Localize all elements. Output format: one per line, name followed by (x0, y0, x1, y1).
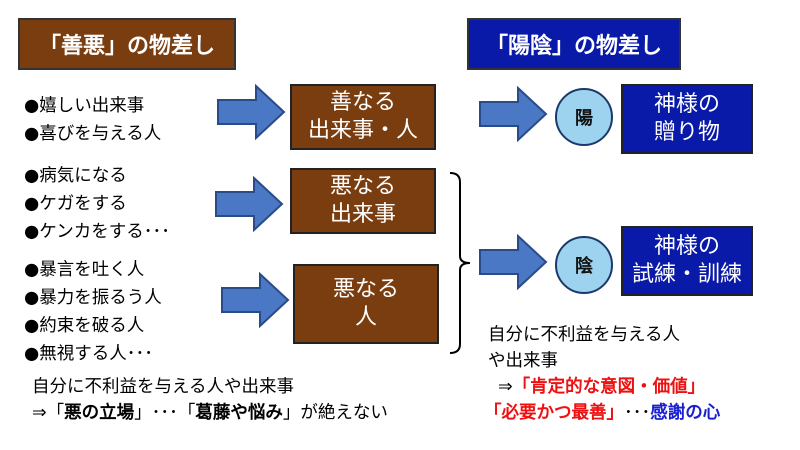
bracket (449, 172, 471, 354)
list-item: ●喜びを与える人 (24, 124, 162, 144)
text-line: や出来事 (488, 351, 558, 371)
result-line: 出来事・人 (307, 118, 418, 143)
arrow-right-icon (479, 86, 548, 142)
arrow-right-icon (479, 234, 548, 290)
text-red: 「必要かつ最善」 (484, 403, 624, 423)
list-item: ●暴言を吐く人 (24, 260, 145, 280)
result-bad-events: 悪なる 出来事 (290, 168, 436, 234)
result-line: 神様の (653, 92, 720, 117)
result-line: 悪なる (332, 277, 399, 302)
arrow-right-icon (221, 272, 290, 328)
text-line: 自分に不利益を与える人や出来事 (32, 377, 294, 397)
result-line: 試練・訓練 (631, 262, 742, 287)
bottom-right-text: 自分に不利益を与える人 や出来事 ⇒「肯定的な意図・価値」 「必要かつ最善」･･… (484, 322, 720, 426)
bullets-bad-events: ●病気になる ●ケガをする ●ケンカをする･･･ (24, 162, 170, 246)
text-span: ⇒「 (32, 403, 65, 423)
arrow-right-icon (217, 84, 286, 140)
result-bad-people: 悪なる 人 (293, 264, 439, 344)
result-line: 神様の (653, 234, 720, 259)
list-item: ●ケガをする (24, 194, 127, 214)
bullets-bad-people: ●暴言を吐く人 ●暴力を振るう人 ●約束を破る人 ●無視する人･･･ (24, 256, 162, 368)
list-item: ●病気になる (24, 166, 127, 186)
result-good: 善なる 出来事・人 (290, 84, 436, 150)
list-item: ●暴力を振るう人 (24, 288, 162, 308)
text-line: ⇒「悪の立場」･･･「葛藤や悩み」が絶えない (32, 400, 388, 426)
text-line: 自分に不利益を与える人 (488, 325, 680, 345)
list-item: ●無視する人･･･ (24, 344, 154, 364)
title-yang-yin: 「陽陰」の物差し (467, 18, 681, 70)
text-navy: 感謝の心 (650, 403, 721, 423)
text-span: 」が絶えない (282, 403, 388, 423)
result-line: 善なる (329, 90, 396, 115)
text-span: ･･･ (624, 403, 651, 423)
list-item: ●ケンカをする･･･ (24, 222, 170, 242)
text-span: ⇒ (498, 377, 513, 397)
result-gift: 神様の 贈り物 (621, 84, 753, 154)
list-item: ●嬉しい出来事 (24, 96, 145, 116)
bullets-good: ●嬉しい出来事 ●喜びを与える人 (24, 92, 161, 148)
result-line: 贈り物 (653, 120, 720, 145)
text-line: 「必要かつ最善」･･･感謝の心 (484, 400, 720, 426)
result-line: 悪なる (329, 174, 396, 199)
text-bold: 悪の立場 (64, 403, 135, 423)
text-red: 「肯定的な意図・価値」 (512, 377, 706, 397)
text-bold: 葛藤や悩み (195, 403, 283, 423)
title-good-evil: 「善悪」の物差し (18, 18, 236, 70)
text-line: ⇒「肯定的な意図・価値」 (488, 374, 720, 400)
yin-circle: 陰 (555, 236, 613, 294)
result-trial: 神様の 試練・訓練 (621, 226, 753, 296)
result-line: 出来事 (329, 202, 396, 227)
list-item: ●約束を破る人 (24, 316, 145, 336)
arrow-right-icon (215, 176, 284, 232)
yang-circle: 陽 (555, 88, 613, 146)
result-line: 人 (354, 305, 377, 330)
text-span: 」･･･「 (134, 403, 196, 423)
bottom-left-text: 自分に不利益を与える人や出来事 ⇒「悪の立場」･･･「葛藤や悩み」が絶えない (32, 374, 388, 426)
